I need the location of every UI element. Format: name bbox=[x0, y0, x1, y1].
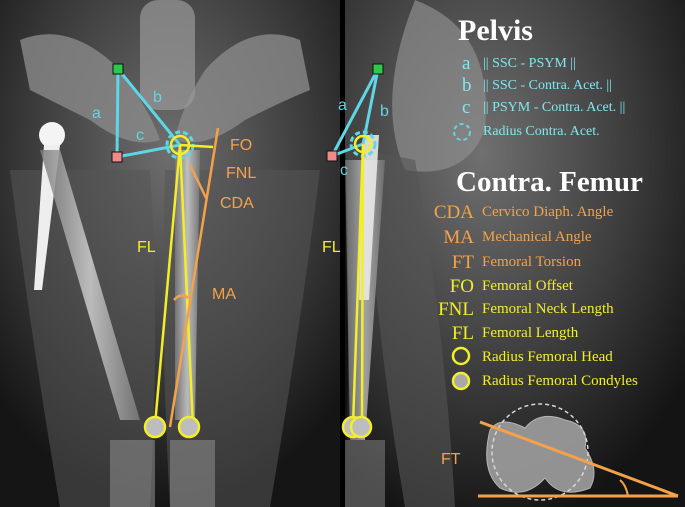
cda-angle-arc bbox=[188, 164, 208, 199]
condyle-circle-medial bbox=[143, 415, 167, 439]
label-a-left: a bbox=[92, 105, 101, 122]
femur-desc-fnl: Femoral Neck Length bbox=[482, 301, 614, 317]
femoral-length-line bbox=[153, 144, 182, 426]
label-fl-right: FL bbox=[322, 239, 341, 256]
pelvis-key-a: a bbox=[462, 53, 471, 74]
label-cda: CDA bbox=[220, 195, 254, 212]
mechanical-axis-line bbox=[168, 127, 220, 428]
label-fnl: FNL bbox=[226, 165, 257, 182]
femur-key-fnl: FNL bbox=[438, 299, 474, 320]
pelvis-desc-b: || SSC - Contra. Acet. || bbox=[483, 78, 613, 93]
xray-lateral-view bbox=[345, 0, 685, 507]
femur-key-fo: FO bbox=[449, 276, 474, 297]
femur-desc-ma: Mechanical Angle bbox=[482, 229, 592, 245]
femoral-head-legend-icon bbox=[451, 346, 471, 366]
pelvis-key-c: c bbox=[462, 97, 471, 118]
condyle-line bbox=[178, 144, 195, 428]
femur-key-fl: FL bbox=[451, 323, 474, 344]
femur-key-ma: MA bbox=[443, 227, 474, 248]
femoral-length-line-right bbox=[351, 143, 365, 426]
ssc-marker bbox=[112, 63, 124, 75]
label-ft-diagram: FT bbox=[441, 451, 461, 468]
psym-marker-right bbox=[326, 150, 338, 162]
femur-desc-cda: Cervico Diaph. Angle bbox=[482, 204, 614, 220]
femur-key-cda: CDA bbox=[433, 202, 474, 223]
pelvis-legend-title: Pelvis bbox=[458, 14, 533, 47]
femoral-condyles-legend-icon bbox=[451, 371, 471, 391]
line-a-right bbox=[330, 68, 380, 157]
ma-angle-arc bbox=[173, 294, 189, 301]
femur-legend-title: Contra. Femur bbox=[456, 166, 643, 198]
femoral-offset-line bbox=[179, 143, 214, 149]
femur-key-ft: FT bbox=[451, 252, 474, 273]
line-b bbox=[116, 68, 182, 146]
acetabulum-radius-legend-icon bbox=[453, 123, 471, 141]
femoral-torsion-diagram bbox=[478, 403, 679, 501]
label-c-left: c bbox=[136, 127, 144, 144]
femur-desc-head-radius: Radius Femoral Head bbox=[482, 349, 613, 365]
label-c-right: c bbox=[340, 162, 348, 179]
pelvis-desc-c: || PSYM - Contra. Acet. || bbox=[483, 100, 626, 115]
ssc-marker-right bbox=[372, 63, 384, 75]
pelvis-desc-a: || SSC - PSYM || bbox=[483, 56, 576, 71]
label-fl-left: FL bbox=[137, 239, 156, 256]
label-fo: FO bbox=[230, 137, 253, 154]
label-b-left: b bbox=[153, 89, 162, 106]
femur-desc-fo: Femoral Offset bbox=[482, 278, 573, 294]
condyle-line-right bbox=[360, 143, 365, 426]
condyle-circle-right-b bbox=[349, 415, 373, 439]
line-a bbox=[115, 68, 120, 158]
femur-desc-ft: Femoral Torsion bbox=[482, 254, 582, 270]
femur-desc-condyle-radius: Radius Femoral Condyles bbox=[482, 373, 638, 389]
condyle-circle-lateral bbox=[177, 415, 201, 439]
line-c bbox=[116, 143, 181, 159]
psym-marker bbox=[111, 151, 123, 163]
pelvis-key-b: b bbox=[462, 75, 472, 96]
femur-desc-fl: Femoral Length bbox=[482, 325, 579, 341]
label-ma: MA bbox=[212, 286, 236, 303]
label-a-right: a bbox=[338, 97, 347, 114]
pelvis-desc-radius: Radius Contra. Acet. bbox=[483, 124, 600, 139]
label-b-right: b bbox=[380, 103, 389, 120]
